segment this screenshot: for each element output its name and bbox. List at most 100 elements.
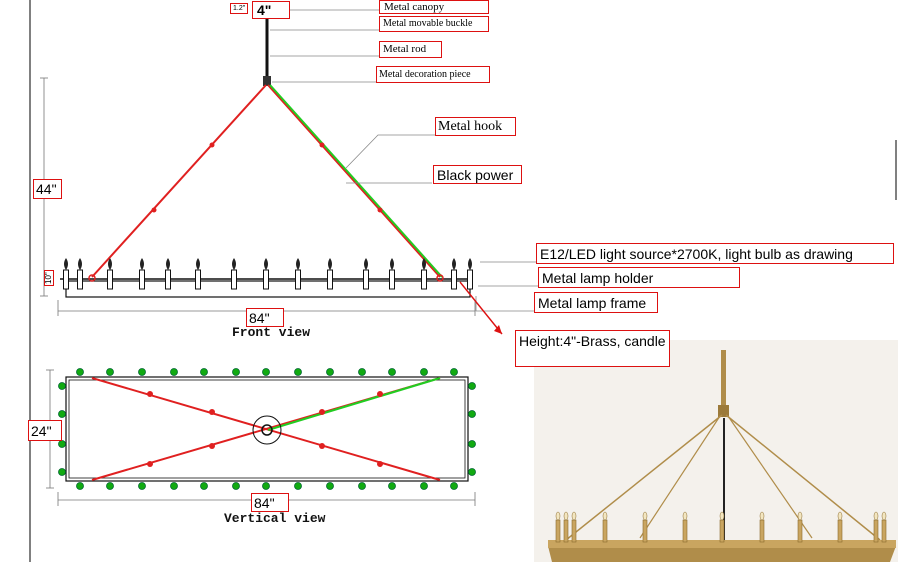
candle [295,269,301,290]
dim-top-width: 4" [252,1,290,19]
chain-link [377,207,383,213]
chain-link [319,409,325,415]
holder-dot [468,468,476,476]
holder-dot [262,482,270,490]
photo-bulb [873,511,879,521]
canopy-top-view [252,415,282,445]
photo-candle [837,519,843,543]
holder-dot [358,482,366,490]
holder-dot [420,482,428,490]
holder-dot [58,382,66,390]
holder-dot [468,382,476,390]
photo-candle [719,519,725,543]
photo-bulb [563,511,569,521]
label-height-note: Height:4"-Brass, candle [515,330,670,367]
photo-bulb [642,511,648,521]
leader-lamp-frame [475,296,536,312]
candle-flame [452,258,456,270]
candle-flame [296,258,300,270]
holder-dot [468,410,476,418]
holder-dot [232,482,240,490]
candle [77,269,83,290]
holder-dot [468,440,476,448]
candle-flame [264,258,268,270]
holder-dot [200,368,208,376]
holder-dot [138,368,146,376]
dim-top-small: 1.2" [230,3,248,14]
dim-vertical-width: 84" [251,493,289,512]
power-cord-top-view [267,376,441,432]
chain-link [377,461,383,467]
holder-dot [388,368,396,376]
label-metal-lamp-frame: Metal lamp frame [534,292,658,313]
photo-candle [642,519,648,543]
photo-candle [571,519,577,543]
chain-link [319,443,325,449]
candle [467,269,473,290]
photo-candle [759,519,765,543]
chain-link [151,207,157,213]
canopy-center [261,424,273,436]
hook-point [436,274,444,282]
holder-dot [170,368,178,376]
dim-depth: 24" [28,420,62,441]
label-metal-canopy: Metal canopy [379,0,489,14]
holder-dot [58,440,66,448]
photo-candle [797,519,803,543]
holder-dot [450,482,458,490]
photo-candle [873,519,879,543]
power-cord [269,84,443,278]
candle-flame [78,258,82,270]
candle-flame [196,258,200,270]
photo-candle [881,519,887,543]
holder-dot [106,482,114,490]
chain-left [91,84,267,278]
holder-dot [450,368,458,376]
dim-height: 44" [33,179,62,199]
photo-bulb [602,511,608,521]
label-metal-movable-buckle: Metal movable buckle [379,16,489,32]
holder-dot [326,482,334,490]
label-metal-lamp-holder: Metal lamp holder [538,267,740,288]
candle [139,269,145,290]
candle-flame [108,258,112,270]
holder-dot [232,368,240,376]
lamp-holders-top-view [58,368,476,490]
label-metal-decoration-piece: Metal decoration piece [376,66,490,83]
holder-dot [326,368,334,376]
holder-dot [262,368,270,376]
front-view-title: Front view [232,325,311,340]
candle [389,269,395,290]
holder-dot [58,410,66,418]
vertical-frame-inner [68,379,466,479]
candle-flame [468,258,472,270]
photo-bulb [682,511,688,521]
vertical-view-title: Vertical view [224,511,326,526]
candle [231,269,237,290]
holder-dot [420,368,428,376]
dim-frame-height: 10" [44,270,54,286]
chain-link [377,391,383,397]
candle-flame [328,258,332,270]
label-metal-hook: Metal hook [435,117,516,136]
holder-dot [294,482,302,490]
holder-dot [76,482,84,490]
holder-dot [58,468,66,476]
label-light-source: E12/LED light source*2700K, light bulb a… [536,243,894,264]
photo-bulb [555,511,561,521]
holder-dot [388,482,396,490]
photo-bulb [797,511,803,521]
photo-bulb [881,511,887,521]
holder-dot [170,482,178,490]
candle [451,269,457,290]
holder-dot [358,368,366,376]
candle-flame [140,258,144,270]
holder-dot [106,368,114,376]
dim-front-width: 84" [246,308,284,327]
candle-flame [422,258,426,270]
photo-candle [602,519,608,543]
chain-link [209,443,215,449]
candle-flame [390,258,394,270]
photo-bulb [719,511,725,521]
candle [327,269,333,290]
